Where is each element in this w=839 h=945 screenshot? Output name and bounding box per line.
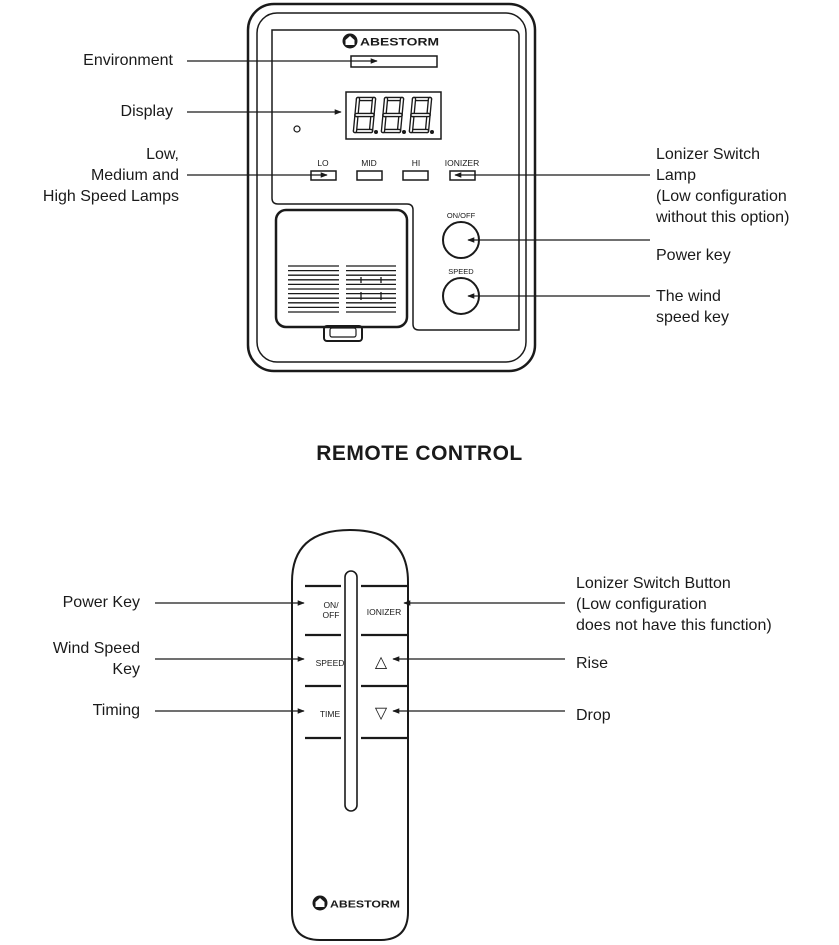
display-segment-inner: [382, 114, 386, 132]
svg-text:ABESTORM: ABESTORM: [330, 900, 400, 911]
remote-separators: [305, 584, 407, 740]
display-segment-inner: [399, 98, 403, 116]
lamp-label-lo: LO: [317, 158, 329, 168]
callout-remote-ionizer-button: Lonizer Switch Button (Low configuration…: [576, 575, 772, 634]
grille-cover: [274, 208, 409, 329]
display-segment-inner: [426, 114, 430, 132]
display-segment-inner: [354, 114, 358, 132]
remote-onoff-label: ON/OFF: [323, 600, 340, 620]
callout-ionizer-lamp: Lonizer Switch Lamp (Low configuration w…: [656, 146, 790, 226]
callout-display: Display: [120, 103, 173, 120]
grille-cover-tab: [323, 325, 363, 342]
callout-remote-wind-speed-key: Wind Speed Key: [52, 640, 140, 678]
speed-key-label: SPEED: [448, 267, 474, 276]
callout-wind-speed-key: The wind speed key: [656, 288, 729, 326]
display-decimal-point: [430, 130, 434, 134]
display-decimal-point: [374, 130, 378, 134]
remote-time-button[interactable]: TIME: [320, 709, 341, 719]
seven-segment-display: [352, 96, 434, 134]
display-segment-inner: [427, 98, 431, 116]
callout-remote-drop: Drop: [576, 707, 611, 724]
display-segment-inner: [410, 114, 414, 132]
lamp-hi: [402, 170, 429, 181]
callout-power-key: Power key: [656, 247, 731, 264]
brand-logo: ABESTORM: [342, 33, 439, 49]
remote-drop-button[interactable]: ▽: [375, 705, 388, 722]
remote-rise-button[interactable]: △: [375, 654, 388, 671]
callout-remote-power-key: Power Key: [62, 594, 140, 611]
svg-text:ABESTORM: ABESTORM: [360, 37, 439, 49]
callout-remote-timing: Timing: [92, 702, 140, 719]
speaker-grille: [288, 265, 396, 313]
remote-ionizer-button[interactable]: IONIZER: [367, 607, 401, 617]
remote-onoff-button[interactable]: ON/OFF: [323, 600, 340, 620]
remote-speed-button[interactable]: SPEED: [316, 658, 345, 668]
display-segment-inner: [398, 114, 402, 132]
lamp-label-ionizer: IONIZER: [445, 158, 479, 168]
display-segment-inner: [411, 98, 415, 116]
display-segment-inner: [370, 114, 374, 132]
grille-cover-tab-inner: [329, 327, 357, 338]
display-segment-inner: [371, 98, 375, 116]
callout-remote-rise: Rise: [576, 655, 609, 672]
control-panel: [246, 2, 537, 373]
callout-speed-lamps: Low, Medium and High Speed Lamps: [42, 146, 179, 205]
panel-outer-frame: [246, 2, 537, 373]
panel-face: [271, 29, 520, 331]
display-segment-inner: [355, 98, 359, 116]
callout-environment: Environment: [83, 52, 173, 69]
section-title-remote-control: REMOTE CONTROL: [316, 442, 523, 465]
lamp-label-mid: MID: [361, 158, 377, 168]
display-window: [345, 91, 442, 140]
lamp-label-hi: HI: [412, 158, 421, 168]
remote-center-divider: [344, 570, 358, 812]
remote-onoff-label-line: ON/: [323, 600, 339, 610]
remote-body: [291, 528, 409, 941]
display-decimal-point: [402, 130, 406, 134]
display-segment-inner: [383, 98, 387, 116]
lamp-mid: [356, 170, 383, 181]
panel-inner-frame: [256, 12, 527, 363]
indicator-dot: [293, 125, 301, 133]
remote-onoff-label-line: OFF: [323, 610, 340, 620]
remote-control: [291, 528, 409, 941]
onoff-key-label: ON/OFF: [447, 211, 476, 220]
remote-brand-logo: ABESTORM: [312, 895, 400, 911]
